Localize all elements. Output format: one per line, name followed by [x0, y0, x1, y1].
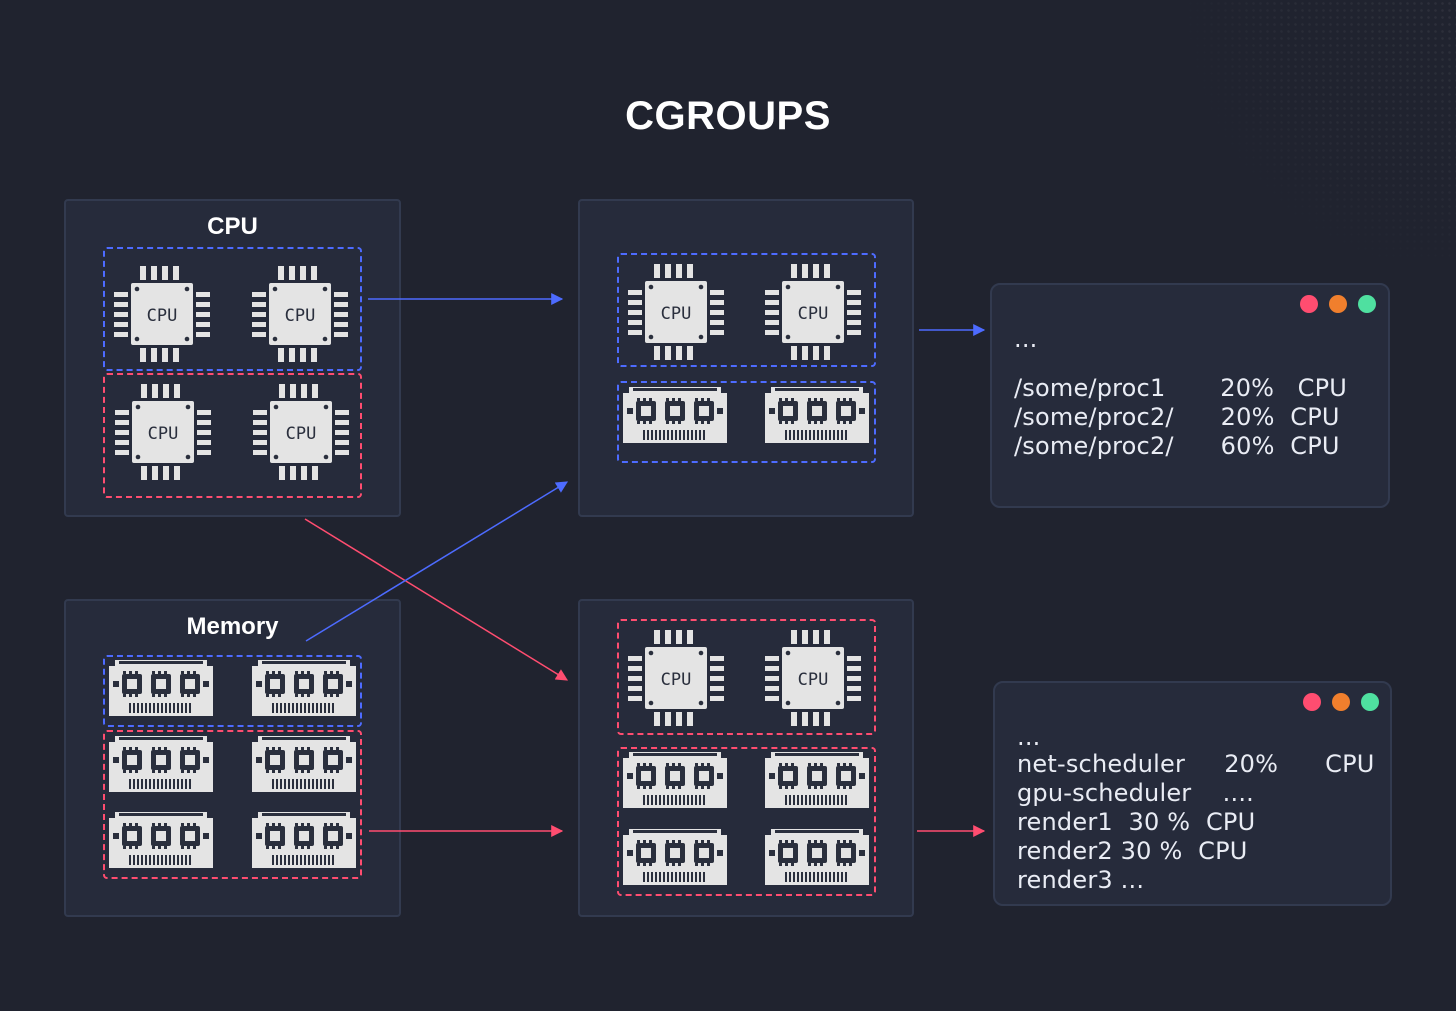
- terminal-line: render2 30 % CPU: [1017, 837, 1248, 865]
- terminal-line: ...: [1017, 723, 1041, 751]
- cpu-chip-icon: CPU: [628, 264, 724, 360]
- minimize-dot[interactable]: [1332, 693, 1350, 711]
- terminal-window-top: ... /some/proc1 20% CPU /some/proc2/ 20%…: [990, 283, 1390, 508]
- terminal-line: render1 30 % CPU: [1017, 808, 1256, 836]
- terminal-line: /some/proc1 20% CPU: [1014, 374, 1348, 402]
- terminal-line: ...: [1014, 325, 1038, 353]
- chip-label: CPU: [798, 670, 829, 690]
- chip-label: CPU: [661, 670, 692, 690]
- chip-label: CPU: [147, 306, 178, 326]
- cpu-group-blue: [103, 247, 362, 371]
- close-dot[interactable]: [1300, 295, 1318, 313]
- cpu-chip-icon: CPU: [628, 630, 724, 726]
- terminal-line: gpu-scheduler ....: [1017, 779, 1254, 807]
- cgroup-bottom-cpu-group: [617, 619, 876, 735]
- chip-label: CPU: [148, 424, 179, 444]
- cpu-chip-icon: CPU: [252, 266, 348, 362]
- cpu-chip-icon: CPU: [765, 630, 861, 726]
- arrow-memory-to-top-cgroup: [305, 481, 569, 642]
- terminal-line: render3 ...: [1017, 866, 1145, 894]
- cgroup-top-memory-group: [617, 381, 876, 463]
- cpu-chip-icon: CPU: [115, 384, 211, 480]
- cpu-group-red: [103, 373, 362, 498]
- minimize-dot[interactable]: [1329, 295, 1347, 313]
- arrow-cpu-to-bottom-cgroup: [304, 518, 569, 681]
- cpu-panel: CPU: [64, 199, 401, 517]
- terminal-line: /some/proc2/ 60% CPU: [1014, 432, 1340, 460]
- memory-group-red: [103, 730, 362, 879]
- chip-label: CPU: [286, 424, 317, 444]
- diagram-title: CGROUPS: [625, 94, 831, 138]
- terminal-line: /some/proc2/ 20% CPU: [1014, 403, 1340, 431]
- maximize-dot[interactable]: [1361, 693, 1379, 711]
- maximize-dot[interactable]: [1358, 295, 1376, 313]
- chip-label: CPU: [661, 304, 692, 324]
- terminal-line: net-scheduler 20% CPU: [1017, 750, 1375, 778]
- dot-pattern-decoration: [1180, 0, 1456, 260]
- cgroup-top-cpu-group: [617, 253, 876, 367]
- cpu-chip-icon: CPU: [114, 266, 210, 362]
- cgroup-bottom-memory-group: [617, 747, 876, 896]
- close-dot[interactable]: [1303, 693, 1321, 711]
- cpu-panel-label: CPU: [207, 213, 258, 240]
- chip-label: CPU: [798, 304, 829, 324]
- cpu-chip-icon: CPU: [765, 264, 861, 360]
- cpu-chip-icon: CPU: [253, 384, 349, 480]
- memory-panel-label: Memory: [186, 613, 279, 640]
- chip-label: CPU: [285, 306, 316, 326]
- memory-group-blue: [103, 655, 362, 727]
- terminal-window-bottom: ... net-scheduler 20% CPU gpu-scheduler …: [993, 681, 1392, 906]
- cgroup-top-panel: [578, 199, 914, 517]
